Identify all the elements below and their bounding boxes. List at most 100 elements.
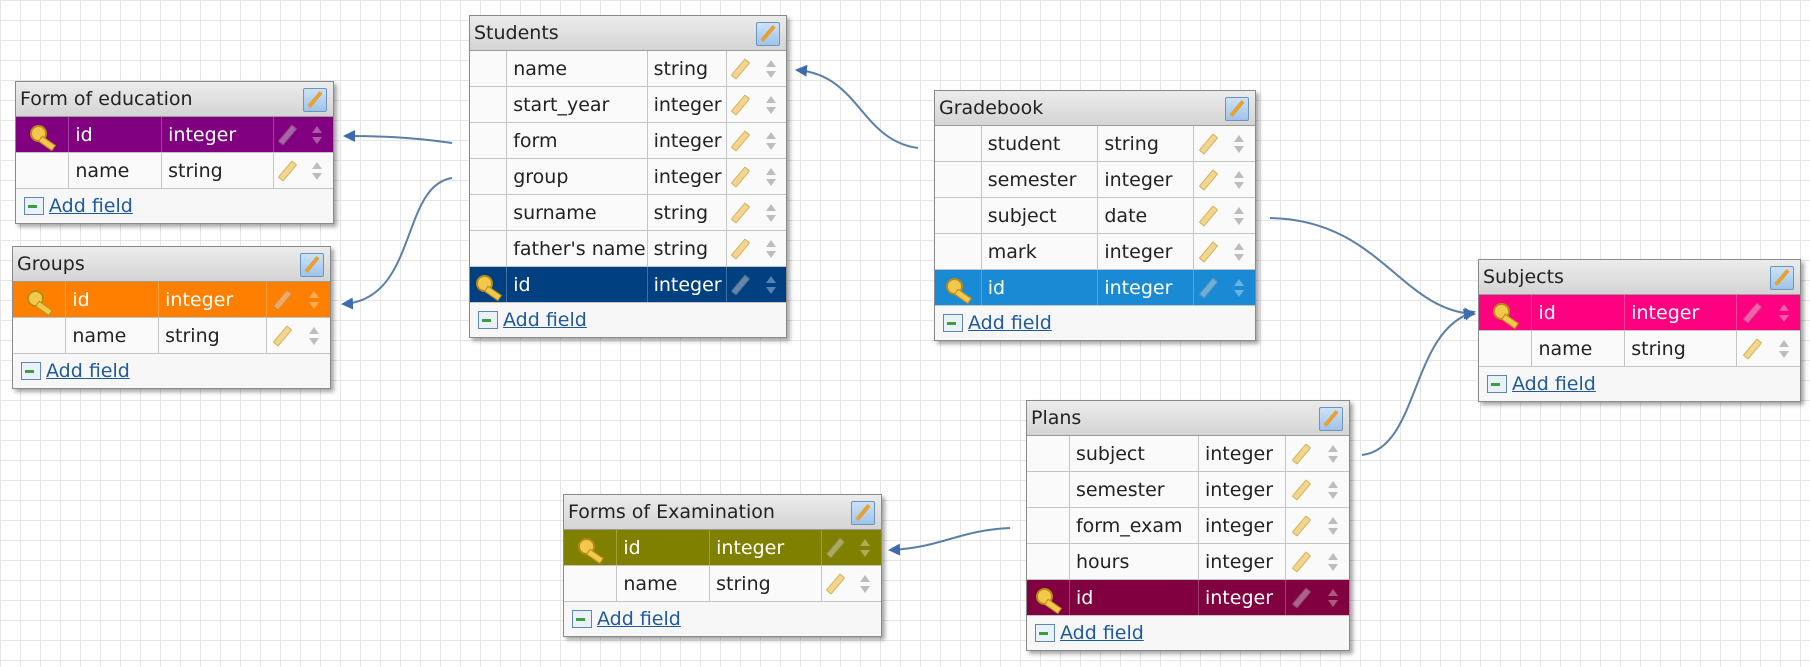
- add-field-link[interactable]: Add field: [49, 195, 133, 217]
- edit-field-icon[interactable]: [826, 572, 846, 595]
- edit-field-icon[interactable]: [1198, 204, 1219, 227]
- reorder-field-icon[interactable]: [312, 160, 323, 182]
- edit-field-icon[interactable]: [731, 165, 751, 188]
- reorder-field-icon[interactable]: [1778, 338, 1789, 360]
- reorder-field-icon[interactable]: [1327, 443, 1338, 465]
- edit-field-icon[interactable]: [1742, 301, 1762, 324]
- field-type: integer: [1199, 508, 1287, 543]
- add-field-row: Add field: [564, 602, 881, 636]
- add-field-link[interactable]: Add field: [597, 608, 681, 630]
- field-actions: [727, 51, 786, 86]
- edit-field-icon[interactable]: [731, 57, 751, 80]
- field-name: id: [1070, 580, 1199, 615]
- reorder-field-icon[interactable]: [1234, 133, 1244, 155]
- reorder-field-icon[interactable]: [1778, 302, 1789, 324]
- edit-field-icon[interactable]: [1291, 478, 1311, 501]
- reorder-field-icon[interactable]: [765, 130, 776, 152]
- add-field-icon[interactable]: [478, 311, 498, 329]
- edit-field-icon[interactable]: [278, 159, 298, 182]
- edit-field-icon[interactable]: [1291, 550, 1311, 573]
- edit-table-icon[interactable]: [756, 22, 780, 46]
- edit-field-icon[interactable]: [1198, 276, 1219, 299]
- field-actions: [1286, 508, 1349, 543]
- edit-table-icon[interactable]: [851, 501, 875, 525]
- reorder-field-icon[interactable]: [312, 124, 323, 146]
- edit-table-icon[interactable]: [1319, 407, 1343, 431]
- edit-field-icon[interactable]: [731, 201, 751, 224]
- table-title: Groups: [17, 253, 85, 275]
- add-field-link[interactable]: Add field: [46, 360, 130, 382]
- table-title: Gradebook: [939, 97, 1044, 119]
- reorder-field-icon[interactable]: [1327, 587, 1338, 609]
- edit-field-icon[interactable]: [1198, 132, 1219, 155]
- key-cell: [470, 195, 508, 230]
- edit-field-icon[interactable]: [1742, 337, 1762, 360]
- edit-field-icon[interactable]: [272, 324, 292, 347]
- edit-field-icon[interactable]: [1291, 586, 1311, 609]
- reorder-field-icon[interactable]: [765, 238, 776, 260]
- add-field-icon[interactable]: [1035, 624, 1055, 642]
- add-field-icon[interactable]: [24, 197, 44, 215]
- reorder-field-icon[interactable]: [765, 202, 776, 224]
- table-header: Students: [470, 16, 786, 51]
- add-field-icon[interactable]: [943, 314, 963, 332]
- key-cell: [935, 270, 982, 305]
- edit-field-icon[interactable]: [731, 129, 751, 152]
- edit-field-icon[interactable]: [731, 237, 751, 260]
- add-field-link[interactable]: Add field: [503, 309, 587, 331]
- reorder-field-icon[interactable]: [308, 325, 319, 347]
- reorder-field-icon[interactable]: [765, 166, 776, 188]
- edit-table-icon[interactable]: [303, 88, 327, 112]
- edit-field-icon[interactable]: [272, 288, 292, 311]
- add-field-link[interactable]: Add field: [1512, 373, 1596, 395]
- add-field-icon[interactable]: [1487, 375, 1507, 393]
- key-cell: [1027, 580, 1070, 615]
- reorder-field-icon[interactable]: [1327, 479, 1338, 501]
- field-actions: [727, 87, 786, 122]
- add-field-row: Add field: [1479, 367, 1800, 401]
- reorder-field-icon[interactable]: [1234, 205, 1244, 227]
- add-field-link[interactable]: Add field: [968, 312, 1052, 334]
- reorder-field-icon[interactable]: [765, 58, 776, 80]
- add-field-icon[interactable]: [21, 362, 41, 380]
- add-field-icon[interactable]: [572, 610, 592, 628]
- edit-field-icon[interactable]: [1198, 240, 1219, 263]
- field-name: form_exam: [1070, 508, 1199, 543]
- reorder-field-icon[interactable]: [1234, 277, 1244, 299]
- reorder-field-icon[interactable]: [765, 274, 776, 296]
- field-actions: [822, 566, 881, 601]
- field-type: integer: [648, 159, 727, 194]
- reorder-field-icon[interactable]: [1327, 551, 1338, 573]
- table-title: Plans: [1031, 407, 1082, 429]
- reorder-field-icon[interactable]: [1234, 169, 1244, 191]
- table-title: Forms of Examination: [568, 501, 775, 523]
- field-actions: [1194, 270, 1255, 305]
- reorder-field-icon[interactable]: [860, 537, 871, 559]
- edit-field-icon[interactable]: [278, 123, 298, 146]
- edit-table-icon[interactable]: [1225, 97, 1249, 121]
- add-field-link[interactable]: Add field: [1060, 622, 1144, 644]
- edit-field-icon[interactable]: [1291, 514, 1311, 537]
- reorder-field-icon[interactable]: [308, 289, 319, 311]
- edit-field-icon[interactable]: [1198, 168, 1219, 191]
- reorder-field-icon[interactable]: [765, 94, 776, 116]
- link-students-form-of-education: [343, 130, 453, 144]
- reorder-field-icon[interactable]: [1327, 515, 1338, 537]
- reorder-field-icon[interactable]: [1234, 241, 1244, 263]
- key-cell: [564, 530, 618, 565]
- key-cell: [470, 159, 508, 194]
- edit-field-icon[interactable]: [731, 273, 751, 296]
- edit-table-icon[interactable]: [300, 253, 324, 277]
- edit-table-icon[interactable]: [1770, 266, 1794, 290]
- edit-field-icon[interactable]: [731, 93, 751, 116]
- key-cell: [935, 126, 982, 161]
- key-cell: [470, 123, 508, 158]
- key-cell: [16, 117, 70, 152]
- edit-field-icon[interactable]: [826, 536, 846, 559]
- reorder-field-icon[interactable]: [860, 573, 871, 595]
- edit-field-icon[interactable]: [1291, 442, 1311, 465]
